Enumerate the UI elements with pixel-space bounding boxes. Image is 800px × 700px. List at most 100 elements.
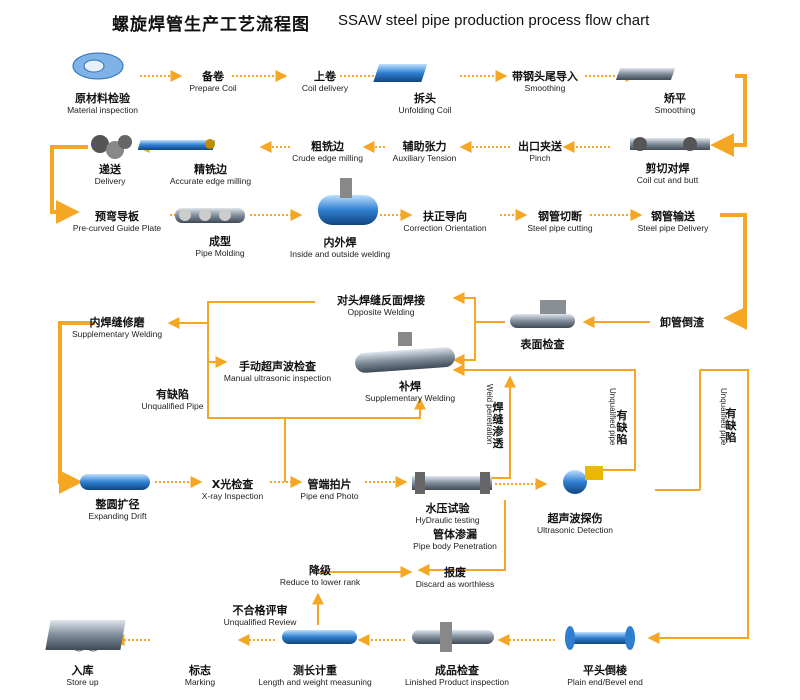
step-body-pen: 管体渗漏 Pipe body Penetration	[405, 528, 505, 551]
expanding-icon	[80, 474, 150, 490]
step-pipe-end-photo: 管端拍片 Pipe end Photo	[292, 478, 367, 501]
raw-material-icon	[72, 52, 124, 80]
step-label-en: Manual ultrasonic inspection	[223, 373, 332, 383]
title-chinese: 螺旋焊管生产工艺流程图	[112, 15, 310, 35]
step-label-zh: 超声波探伤	[547, 512, 603, 525]
step-coil-delivery: 上卷 Coil delivery	[290, 70, 360, 93]
step-label-en: Plain end/Bevel end	[567, 677, 643, 687]
pipe-molding-icon	[175, 208, 245, 223]
unfolding-icon	[373, 64, 428, 82]
step-label-zh: 不合格评审	[232, 604, 288, 617]
step-label-en: Coil cut and butt	[636, 175, 699, 185]
row3-wrap	[720, 213, 748, 330]
step-label-en: Supplementary Welding	[71, 329, 163, 339]
step-pipe-delivery: 钢管输送 Steel pipe Delivery	[628, 210, 718, 233]
step-label-zh: 成型	[209, 235, 231, 248]
step-label-zh: 水压试验	[425, 502, 470, 515]
step-label-zh: 钢管切断	[538, 210, 582, 223]
step-smoothing-2: 矫平 Smoothing	[640, 92, 710, 115]
step-label-zh: 有缺陷	[156, 388, 189, 401]
step-smoothing-1: 带钢头尾导入 Smoothing	[505, 70, 585, 93]
row1-wrap	[710, 74, 747, 157]
step-label-zh: 卸管倒渣	[660, 316, 704, 329]
weld-pen-zh: 焊缝渗透	[492, 401, 504, 450]
step-label-zh: 入库	[71, 664, 94, 677]
step-label-zh: 对头焊缝反面焊接	[337, 294, 425, 307]
step-label-zh: X光检查	[211, 478, 254, 491]
step-measuring: 测长计重 Length and weight measuning	[250, 664, 380, 687]
step-discard: 报废 Discard as worthless	[405, 566, 505, 589]
step-correction: 扶正导向 Correction Orientation	[395, 210, 495, 233]
step-label-en: Material inspection	[67, 105, 138, 115]
step-label-en: Coil delivery	[301, 83, 349, 93]
step-marking: 标志 Marking	[170, 664, 230, 687]
step-io-welding: 内外焊 Inside and outside welding	[280, 236, 400, 259]
step-pipe-molding: 成型 Pipe Molding	[185, 235, 255, 258]
step-finished: 成品检查 Linished Product inspection	[397, 664, 517, 687]
step-label-zh: 备卷	[202, 70, 224, 83]
step-label-zh: 精铣边	[194, 163, 227, 176]
step-label-zh: 钢管输送	[651, 210, 695, 223]
step-label-zh: 手动超声波检查	[239, 360, 316, 373]
step-store: 入库 Store up	[55, 664, 110, 687]
step-label-en: Store up	[66, 677, 99, 687]
step-aux-tension: 辅助张力 Auxiliary Tension	[382, 140, 467, 163]
step-label-en: Correction Orientation	[403, 223, 487, 233]
step-label-zh: 报废	[444, 566, 466, 579]
step-label-zh: 上卷	[314, 70, 336, 83]
delivery-icon	[91, 135, 132, 159]
step-label-en: Expanding Drift	[88, 511, 147, 521]
step-xray: X光检查 X-ray Inspection	[190, 478, 275, 501]
step-label-en: Crude edge milling	[292, 153, 363, 163]
step-unfolding: 拆头 Unfolding Coil	[385, 92, 465, 115]
step-label-zh: 拆头	[414, 92, 436, 105]
step-label-zh: 降级	[309, 564, 331, 577]
step-label-zh: 带钢头尾导入	[512, 70, 578, 83]
defect-mid-zh: 有缺陷	[616, 409, 628, 446]
step-label-en: Smoothing	[524, 83, 566, 93]
step-guide-plate: 预弯导板 Pre-curved Guide Plate	[62, 210, 172, 233]
step-bevel: 平头倒棱 Plain end/Bevel end	[555, 664, 655, 687]
measuring-icon	[282, 630, 357, 644]
step-label-en: Marking	[184, 677, 216, 687]
surface-icon	[510, 300, 575, 328]
step-label-en: Pinch	[529, 153, 551, 163]
step-supp-welding: 补焊 Supplementary Welding	[355, 380, 465, 403]
cut-butt-icon	[630, 137, 710, 151]
step-manual-ut: 手动超声波检查 Manual ultrasonic inspection	[215, 360, 340, 383]
step-label-zh: 矫平	[664, 92, 686, 105]
finished-icon	[412, 622, 494, 652]
step-label-en: Unqualified Review	[223, 617, 297, 627]
step-label-zh: 标志	[189, 664, 211, 677]
step-label-en: Linished Product inspection	[405, 677, 509, 687]
step-label-zh: 内焊缝修磨	[89, 316, 145, 329]
step-label-en: Unqualified Pipe	[141, 401, 204, 411]
step-label-zh: 平头倒棱	[583, 664, 627, 677]
manual-ut-icon	[355, 332, 455, 373]
step-inner-repair: 内焊缝修磨 Supplementary Welding	[62, 316, 172, 339]
step-label-zh: 测长计重	[293, 664, 337, 677]
smoothing-icon	[615, 68, 676, 80]
step-label-en: Ultrasonic Detection	[536, 525, 614, 535]
step-raw-material: 原材料检验 Material inspection	[55, 92, 150, 115]
step-label-zh: 成品检查	[435, 664, 479, 677]
step-label-en: Delivery	[94, 176, 126, 186]
defect-right-zh: 有缺陷	[725, 407, 737, 444]
step-label-zh: 扶正导向	[423, 210, 467, 223]
step-label-en: Steel pipe Delivery	[637, 223, 709, 233]
step-unload: 卸管倒渣	[652, 316, 712, 329]
step-label-zh: 原材料检验	[75, 92, 130, 105]
step-accurate-milling: 精铣边 Accurate edge milling	[163, 163, 258, 186]
step-label-en: Discard as worthless	[415, 579, 495, 589]
step-defect-left: 有缺陷 Unqualified Pipe	[130, 388, 215, 411]
step-label-en: Unfolding Coil	[398, 105, 452, 115]
left-wrap	[58, 321, 95, 494]
step-label-zh: 递送	[99, 163, 121, 176]
step-label-en: Prepare Coil	[189, 83, 237, 93]
step-downgrade: 降级 Reduce to lower rank	[275, 564, 365, 587]
step-label-en: Supplementary Welding	[364, 393, 456, 403]
step-pinch: 出口夹送 Pinch	[510, 140, 570, 163]
step-label-zh: 管体渗漏	[433, 528, 477, 541]
step-label-en: Steel pipe cutting	[527, 223, 593, 233]
